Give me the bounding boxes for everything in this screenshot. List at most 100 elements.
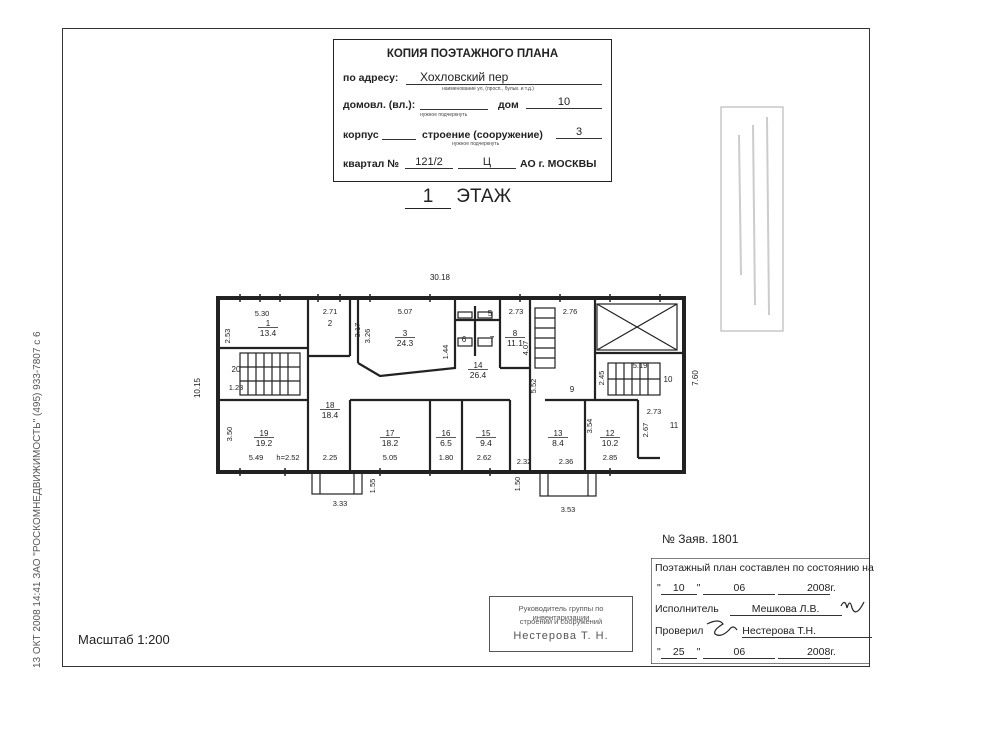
room-number-17: 17 [386, 429, 395, 438]
stroenie-label: строение (сооружение) [422, 129, 543, 141]
room-number-16: 16 [442, 429, 451, 438]
dimension-label: 3.33 [333, 499, 348, 508]
dimension-label: 1.44 [441, 345, 450, 360]
inventory-stamp: Руководитель группы по инвентаризации ст… [489, 596, 633, 652]
dimension-label: 2.25 [323, 453, 338, 462]
date1-year: 2008 [778, 582, 831, 595]
document-frame [62, 28, 870, 667]
room-area-17: 18.2 [382, 438, 399, 448]
dimension-label: 4.07 [521, 341, 530, 356]
dimension-label: 2.62 [477, 453, 492, 462]
domovl-label: домовл. (вл.): [343, 99, 416, 111]
room-number-1: 1 [266, 319, 271, 328]
info-line1: Поэтажный план составлен по состоянию на [655, 562, 874, 574]
korpus-label: корпус [343, 129, 379, 141]
dimension-label: 3.53 [561, 505, 576, 514]
room-area-15: 9.4 [480, 438, 492, 448]
right-height-dim: 7.60 [691, 370, 700, 386]
dimension-label: 5.49 [249, 453, 264, 462]
dimension-label: 2.32 [517, 457, 532, 466]
dimension-label: 3.50 [225, 427, 234, 442]
room-number-11: 11 [670, 421, 679, 430]
stamp-line2: строений и сооружений [519, 617, 603, 626]
date2-day: 25 [660, 646, 697, 659]
info-box: Поэтажный план составлен по состоянию на… [651, 558, 874, 664]
address-hint: наименование ул, (просп., бульв. и т.д.) [442, 86, 534, 92]
executor-name: Мешкова Л.В. [729, 603, 842, 616]
dimension-label: 2.71 [323, 307, 338, 316]
room-area-19: 19.2 [256, 438, 273, 448]
room-number-14: 14 [474, 361, 483, 370]
room-area-3: 24.3 [397, 338, 414, 348]
room-number-8: 8 [513, 329, 518, 338]
room-number-9: 9 [570, 385, 575, 394]
overall-width-dim: 30.18 [430, 273, 451, 282]
date1-g: г. [830, 582, 836, 594]
date1-month: 06 [703, 582, 776, 595]
checker-label: Проверил [655, 625, 704, 637]
room-area-13: 8.4 [552, 438, 564, 448]
address-value: Хохловский пер [406, 70, 602, 85]
address-label: по адресу: [343, 72, 399, 84]
room-area-16: 6.5 [440, 438, 452, 448]
dimension-label: 1.50 [513, 477, 522, 492]
scale-label: Масштаб 1:200 [78, 632, 170, 647]
dimension-label: 2.85 [603, 453, 618, 462]
room-area-8: 11.1 [507, 338, 523, 348]
room-area-14: 26.4 [470, 370, 487, 380]
dimension-label: 5.52 [529, 379, 538, 394]
dom-value: 10 [526, 96, 602, 109]
korpus-hint: нужное подчеркнуть [452, 141, 500, 147]
date1-day: 10 [660, 582, 697, 595]
stamp-line1: Руководитель группы по инвентаризации [518, 604, 604, 622]
dimension-label: 5.19 [633, 361, 648, 370]
room-number-12: 12 [606, 429, 615, 438]
faint-stamp [717, 105, 787, 335]
fax-header: 13 ОКТ 2008 14:41 ЗАО "РОСКОМНЕДВИЖИМОСТ… [14, 48, 54, 688]
dimension-label: 5.07 [398, 307, 413, 316]
domovl-hint: нужное подчеркнуть [420, 112, 468, 118]
room-area-12: 10.2 [602, 438, 619, 448]
stroenie-value: 3 [556, 126, 602, 139]
floor-heading: 1 ЭТАЖ [405, 186, 511, 209]
room-number-10: 10 [664, 375, 673, 384]
title-block: КОПИЯ ПОЭТАЖНОГО ПЛАНА по адресу: Хохлов… [333, 39, 612, 182]
room-number-5: 5 [488, 309, 493, 318]
room-number-7: 7 [490, 335, 495, 344]
stamp-line3: Нестерова Т. Н. [513, 630, 609, 642]
dimension-label: 1.23 [229, 383, 244, 392]
dimension-label: 5.30 [255, 309, 270, 318]
room-number-6: 6 [462, 335, 467, 344]
korpus-value [382, 127, 416, 140]
ao-value: Ц [458, 156, 516, 169]
room-area-18: 18.4 [322, 410, 339, 420]
room-number-3: 3 [403, 329, 408, 338]
executor-label: Исполнитель [655, 603, 719, 615]
dimension-label: 2.45 [597, 371, 606, 386]
kvartal-label: квартал № [343, 158, 399, 170]
dimension-label: 2.73 [509, 307, 524, 316]
date2-year: 2008 [778, 646, 831, 659]
dimension-label: 2.73 [647, 407, 662, 416]
room-area-1: 13.4 [260, 328, 277, 338]
fax-header-text: 13 ОКТ 2008 14:41 ЗАО "РОСКОМНЕДВИЖИМОСТ… [32, 331, 43, 668]
date2-g: г. [830, 646, 836, 658]
domovl-value [420, 97, 488, 110]
dimension-label: 3.17 [353, 323, 362, 338]
dimension-label: 2.53 [223, 329, 232, 344]
document-title: КОПИЯ ПОЭТАЖНОГО ПЛАНА [386, 48, 559, 60]
dimension-label: h=2.52 [276, 453, 299, 462]
ao-label: АО г. МОСКВЫ [520, 158, 597, 170]
dimension-label: 3.26 [363, 329, 372, 344]
dimension-label: 3.54 [585, 419, 594, 434]
dimension-label: 2.67 [641, 423, 650, 438]
dimension-label: 2.76 [563, 307, 578, 316]
checker-name: Нестерова Т.Н. [742, 625, 873, 638]
dimension-label: 2.36 [559, 457, 574, 466]
floor-label: ЭТАЖ [456, 186, 512, 207]
left-height-dim: 10.15 [193, 377, 202, 398]
room-number-20: 20 [232, 365, 241, 374]
dimension-label: 5.05 [383, 453, 398, 462]
executor-signature [840, 601, 865, 613]
